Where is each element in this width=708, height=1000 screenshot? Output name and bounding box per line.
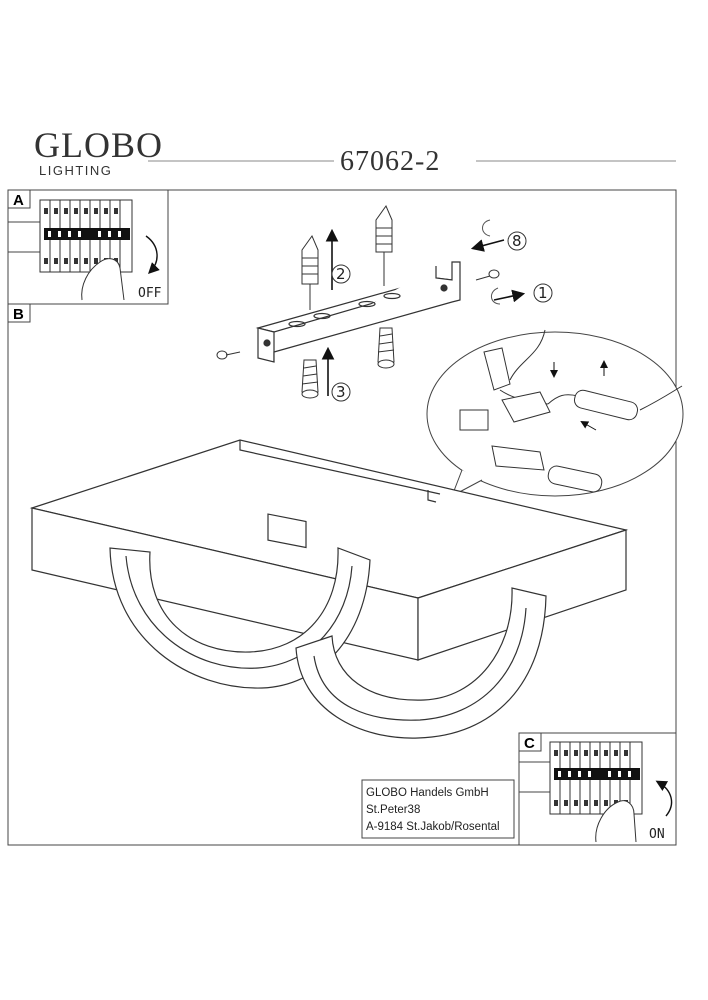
switch-down-arrow-icon [145, 235, 160, 274]
step-5-arrow [580, 421, 597, 431]
step-3-label: 3 [336, 383, 346, 401]
step-2-label: 2 [336, 265, 346, 283]
address-line-1: GLOBO Handels GmbH [366, 787, 489, 799]
terminal-cover [459, 409, 489, 431]
switch-up-arrow-icon [655, 780, 673, 817]
panel-b-tag [7, 303, 31, 323]
strain-relief [491, 445, 545, 471]
address-box [361, 779, 515, 839]
brand-subtitle: LIGHTING [39, 163, 113, 178]
connector [501, 391, 551, 423]
step-1-arrow [493, 289, 526, 303]
breaker-block-a [39, 199, 133, 273]
panel-a-label: A [13, 192, 24, 209]
address-line-2: St.Peter38 [366, 804, 421, 816]
arc-shade-right [295, 587, 547, 739]
led-tube-lower [547, 465, 603, 493]
panel-c [518, 732, 677, 846]
manufacturer-address: GLOBO Handels GmbH St.Peter38 A-9184 St.… [366, 785, 512, 836]
panel-c-label: C [524, 735, 535, 752]
bolt-right [475, 269, 500, 281]
main-frame [7, 189, 677, 846]
terminal-block [483, 347, 511, 391]
rotate-8-icon [482, 219, 491, 237]
off-label: OFF [138, 286, 162, 301]
step-1-label: 1 [538, 284, 548, 302]
step-8-arrow [470, 239, 505, 252]
step-8-label: 8 [512, 232, 522, 250]
hand-icon-c [595, 800, 637, 843]
switch-box [267, 513, 307, 549]
screw-right [377, 327, 395, 369]
screw-left [301, 359, 319, 399]
address-line-3: A-9184 St.Jakob/Rosental [366, 821, 500, 833]
wiring-detail-bubble [426, 329, 684, 498]
panel-a [7, 189, 169, 305]
brand-logo-text: GLOBO [34, 125, 163, 165]
led-tube-upper [573, 389, 639, 421]
model-number: 67062-2 [340, 146, 441, 177]
bolt-left [216, 350, 241, 360]
panel-b-label: B [13, 306, 24, 323]
wall-plug-right [375, 204, 393, 286]
hand-icon [81, 258, 125, 301]
rotate-1-icon [491, 287, 501, 305]
on-label: ON [649, 827, 665, 842]
wall-plug-left [301, 234, 319, 310]
mounting-bracket [255, 261, 461, 363]
